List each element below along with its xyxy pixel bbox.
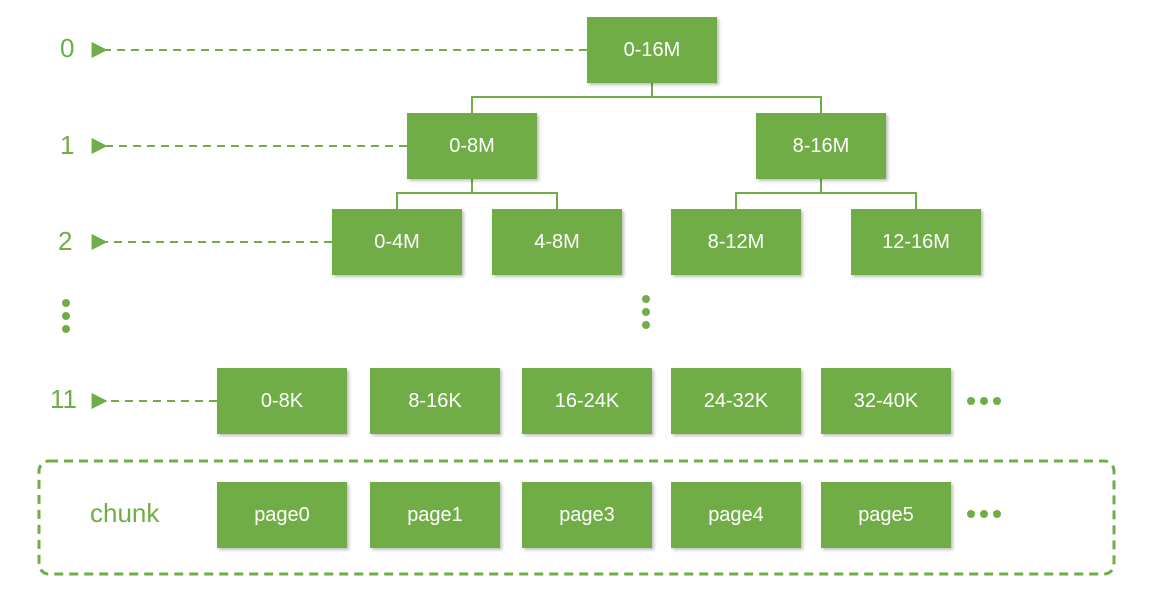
chunk-label: chunk bbox=[90, 498, 160, 528]
page-box: page1 bbox=[370, 482, 500, 548]
connector-l1b-children bbox=[735, 179, 822, 209]
tree-connectors bbox=[396, 83, 917, 209]
node-level11: 16-24K bbox=[522, 368, 652, 434]
node-level2: 12-16M bbox=[851, 209, 981, 275]
page-box: page0 bbox=[217, 482, 347, 548]
node-level11: 0-8K bbox=[217, 368, 347, 434]
level-label-2: 2 bbox=[58, 226, 73, 256]
connector-root-children bbox=[471, 83, 653, 113]
vertical-ellipsis-center bbox=[642, 295, 650, 329]
connector-l1a-children bbox=[396, 179, 473, 209]
node-level2: 4-8M bbox=[492, 209, 622, 275]
node-level11: 32-40K bbox=[821, 368, 951, 434]
page-box: page3 bbox=[522, 482, 652, 548]
vertical-ellipsis-left bbox=[62, 299, 70, 333]
level-label-0: 0 bbox=[60, 33, 75, 63]
chunk-frame bbox=[37, 459, 1116, 576]
node-level11: 8-16K bbox=[370, 368, 500, 434]
level-label-11: 11 bbox=[50, 384, 77, 414]
horizontal-ellipsis-pages bbox=[967, 510, 1001, 518]
connector-l1a-right bbox=[472, 192, 558, 209]
level-arrows bbox=[91, 42, 587, 409]
node-level1: 8-16M bbox=[756, 113, 886, 179]
connector-l1b-right bbox=[821, 192, 917, 209]
node-level11: 24-32K bbox=[671, 368, 801, 434]
node-level2: 0-4M bbox=[332, 209, 462, 275]
horizontal-ellipsis-leaves bbox=[967, 397, 1001, 405]
page-box: page4 bbox=[671, 482, 801, 548]
page-box: page5 bbox=[821, 482, 951, 548]
level-label-1: 1 bbox=[60, 130, 75, 160]
node-level1: 0-8M bbox=[407, 113, 537, 179]
connector-root-right bbox=[652, 96, 822, 113]
node-level2: 8-12M bbox=[671, 209, 801, 275]
node-root: 0-16M bbox=[587, 17, 717, 83]
